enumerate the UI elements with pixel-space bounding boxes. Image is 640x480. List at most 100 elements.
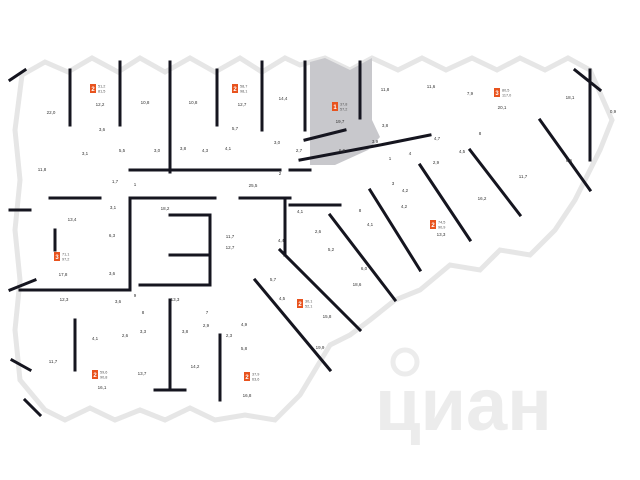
- room-area-label: 1: [134, 182, 137, 187]
- room-area-label: 3,8: [182, 329, 189, 334]
- room-area-label: 14,2: [191, 364, 200, 369]
- room-area-label: 3,1: [110, 205, 117, 210]
- apartment-badge: 251,281,5: [90, 84, 105, 94]
- room-area-label: 3,0: [154, 148, 161, 153]
- room-area-label: 18,6: [353, 282, 362, 287]
- apartment-badge: 237,963,6: [244, 372, 259, 382]
- room-area-label: 5,2: [328, 247, 335, 252]
- badges: 251,281,5 258,798,1 137,857,2 380,5117,0…: [54, 84, 511, 382]
- svg-text:циан: циан: [375, 363, 552, 446]
- room-area-label: 13,7: [138, 371, 147, 376]
- room-area-label: 13,3: [437, 232, 446, 237]
- highlighted-apartment[interactable]: [310, 58, 380, 165]
- room-area-label: 8: [359, 208, 362, 213]
- room-area-label: 6,6: [566, 158, 573, 163]
- room-area-label: 3,8: [180, 146, 187, 151]
- room-area-label: 18,2: [161, 206, 170, 211]
- svg-text:90,8: 90,8: [100, 376, 107, 380]
- room-area-label: 10,8: [141, 100, 150, 105]
- room-area-label: 5,8: [241, 346, 248, 351]
- svg-text:71,1: 71,1: [62, 253, 69, 257]
- room-area-label: 4,7: [434, 136, 441, 141]
- room-area-label: 22,0: [47, 110, 56, 115]
- svg-text:2: 2: [298, 302, 302, 308]
- room-area-label: 2,6: [315, 229, 322, 234]
- apartment-badge: 371,197,2: [54, 252, 69, 262]
- watermark: циан: [375, 347, 552, 446]
- room-area-label: 5,7: [232, 126, 239, 131]
- room-area-label: 8: [142, 310, 145, 315]
- room-area-label: 2: [279, 171, 282, 176]
- svg-text:30,1: 30,1: [305, 300, 312, 304]
- room-area-label: 3,0: [274, 140, 281, 145]
- svg-text:57,2: 57,2: [340, 108, 347, 112]
- room-area-label: 19,9: [316, 345, 325, 350]
- cian-logo-icon: [390, 347, 420, 377]
- room-area-label: 3,6: [115, 299, 122, 304]
- walls: [7, 60, 603, 418]
- room-area-label: 3,8: [382, 123, 389, 128]
- room-area-label: 7,9: [467, 91, 474, 96]
- room-area-label: 2,9: [203, 323, 210, 328]
- room-area-label: 3,1: [82, 151, 89, 156]
- room-area-label: 4,4: [278, 238, 285, 243]
- room-area-label: 1,7: [112, 179, 119, 184]
- room-area-label: 2,9: [433, 160, 440, 165]
- room-area-label: 3,6: [109, 271, 116, 276]
- svg-text:2: 2: [245, 375, 249, 381]
- svg-text:63,6: 63,6: [252, 378, 259, 382]
- room-area-label: 16,8: [243, 393, 252, 398]
- room-area-label: 14,4: [279, 96, 288, 101]
- svg-text:2: 2: [91, 87, 95, 93]
- room-area-label: 16,1: [98, 385, 107, 390]
- svg-text:52,1: 52,1: [305, 305, 312, 309]
- svg-text:74,5: 74,5: [438, 221, 445, 225]
- room-area-label: 4,3: [202, 148, 209, 153]
- room-area-label: 25,5: [249, 183, 258, 188]
- room-area-label: 10,8: [189, 100, 198, 105]
- svg-text:51,2: 51,2: [98, 85, 105, 89]
- room-area-label: 6,0: [361, 266, 368, 271]
- svg-text:90,9: 90,9: [438, 226, 445, 230]
- room-area-label: 5,7: [270, 277, 277, 282]
- svg-text:80,5: 80,5: [502, 89, 509, 93]
- svg-text:2: 2: [431, 223, 435, 229]
- room-area-label: 4,1: [367, 222, 374, 227]
- room-area-label: 20,1: [498, 105, 507, 110]
- room-area-label: 4,2: [402, 188, 409, 193]
- svg-text:58,7: 58,7: [240, 85, 247, 89]
- room-area-label: 5,5: [119, 148, 126, 153]
- room-area-label: 16,2: [478, 196, 487, 201]
- svg-text:117,0: 117,0: [502, 94, 511, 98]
- room-area-label: 12,7: [226, 245, 235, 250]
- room-area-label: 7: [206, 310, 209, 315]
- room-area-label: 18,1: [566, 95, 575, 100]
- room-area-label: 9: [134, 293, 137, 298]
- svg-text:3: 3: [495, 91, 499, 97]
- room-area-label: 0,9: [610, 109, 617, 114]
- room-area-label: 11,6: [427, 84, 436, 89]
- svg-text:81,5: 81,5: [98, 90, 105, 94]
- room-area-label: 13,4: [68, 217, 77, 222]
- room-area-label: 3: [392, 181, 395, 186]
- room-area-label: 2,6: [122, 333, 129, 338]
- room-area-label: 13,3: [171, 297, 180, 302]
- room-area-label: 1: [389, 156, 392, 161]
- room-area-label: 2,7: [296, 148, 303, 153]
- room-area-label: 11,8: [38, 167, 47, 172]
- room-area-label: 11,7: [226, 234, 235, 239]
- apartment-badge: 259,690,8: [92, 370, 107, 380]
- svg-text:3: 3: [55, 255, 59, 261]
- room-area-label: 4,5: [279, 296, 286, 301]
- room-area-label: 11,8: [381, 87, 390, 92]
- apartment-badge: 258,798,1: [232, 84, 247, 94]
- room-area-label: 4,5: [459, 149, 466, 154]
- svg-text:2: 2: [93, 373, 97, 379]
- facade-outline: [12, 55, 615, 423]
- room-area-label: 3,9: [372, 139, 379, 144]
- svg-text:37,9: 37,9: [252, 373, 259, 377]
- room-area-label: 6,9: [339, 148, 346, 153]
- room-area-label: 17,8: [59, 272, 68, 277]
- apartment-badge: 137,857,2: [332, 102, 347, 112]
